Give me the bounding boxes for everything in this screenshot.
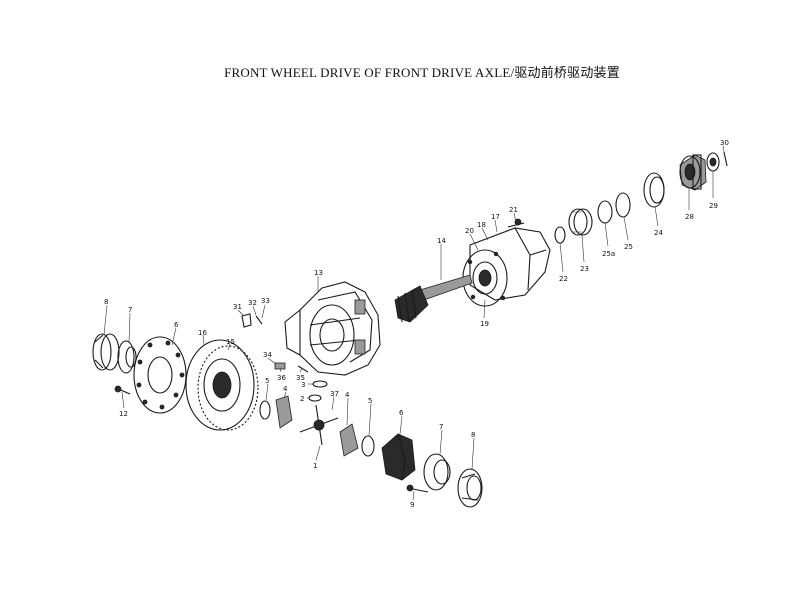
part-5-right-washer — [361, 435, 375, 457]
callout-37: 37 — [330, 390, 339, 398]
part-1-2-3-spider — [299, 380, 339, 446]
callout-3: 3 — [301, 381, 305, 389]
part-14-pinion-shaft — [394, 274, 473, 323]
part-6-right-case-half — [381, 433, 416, 481]
part-29-nut — [706, 152, 720, 172]
callout-4-left: 4 — [283, 385, 288, 393]
callout-35: 35 — [296, 374, 305, 382]
callout-8-left: 8 — [104, 298, 108, 306]
callout-4-right: 4 — [345, 391, 350, 399]
callout-31: 31 — [233, 303, 242, 311]
callout-14: 14 — [437, 237, 446, 245]
callout-34: 34 — [263, 351, 272, 359]
diagram-title: FRONT WHEEL DRIVE OF FRONT DRIVE AXLE/驱动… — [0, 62, 800, 81]
part-7-right-bearing — [423, 453, 451, 491]
callout-33: 33 — [261, 297, 270, 305]
part-4-right-side-gear — [339, 423, 359, 457]
part-9-bolt — [406, 484, 429, 493]
part-22-shim — [554, 226, 566, 244]
callouts: 30 29 28 24 25 25a 23 22 21 17 18 20 19 … — [104, 139, 729, 509]
diagram-title-text: FRONT WHEEL DRIVE OF FRONT DRIVE AXLE/驱动… — [224, 65, 620, 80]
callout-28: 28 — [685, 213, 694, 221]
callout-19: 19 — [480, 320, 489, 328]
callout-32: 32 — [248, 299, 257, 307]
callout-25a: 25a — [602, 250, 615, 258]
callout-6-left: 6 — [174, 321, 179, 329]
callout-2: 2 — [300, 395, 304, 403]
part-21-bolt — [507, 218, 525, 228]
part-30-pin — [723, 151, 728, 167]
callout-7-right: 7 — [439, 423, 443, 431]
part-23-bearing — [568, 208, 593, 236]
part-25-ring — [615, 192, 631, 218]
callout-36: 36 — [277, 374, 286, 382]
part-6-left-case-half — [133, 336, 187, 414]
callout-23: 23 — [580, 265, 589, 273]
part-7-left-bearing — [117, 340, 137, 374]
part-25a-ring — [597, 200, 613, 224]
part-24-seal — [643, 172, 665, 208]
callout-16: 16 — [198, 329, 207, 337]
part-16-15-ring-gear — [185, 339, 259, 431]
part-28-flange — [679, 154, 707, 191]
callout-1: 1 — [313, 462, 317, 470]
callout-12: 12 — [119, 410, 128, 418]
callout-8-right: 8 — [471, 431, 475, 439]
callout-17: 17 — [491, 213, 500, 221]
callout-24: 24 — [654, 229, 663, 237]
callout-13: 13 — [314, 269, 323, 277]
part-12-bolt — [114, 385, 131, 395]
callout-7-left: 7 — [128, 306, 132, 314]
callout-5-left: 5 — [265, 377, 269, 385]
callout-5-right: 5 — [368, 397, 372, 405]
part-31-32-33-lock — [241, 313, 263, 328]
part-34-36-35-bolts — [274, 362, 309, 373]
callout-30: 30 — [720, 139, 729, 147]
part-5-4-left-side-gear — [259, 395, 293, 429]
callout-21: 21 — [509, 206, 518, 214]
leader-lines — [103, 145, 725, 501]
part-17-18-20-pinion-housing — [462, 227, 551, 307]
callout-15: 15 — [226, 338, 235, 346]
callout-29: 29 — [709, 202, 718, 210]
callout-9: 9 — [410, 501, 414, 509]
callout-22: 22 — [559, 275, 568, 283]
part-8-left-bearing-cup — [92, 333, 120, 371]
callout-20: 20 — [465, 227, 474, 235]
callout-25: 25 — [624, 243, 633, 251]
part-13-differential-case — [284, 281, 381, 376]
callout-18: 18 — [477, 221, 486, 229]
callout-6-right: 6 — [399, 409, 404, 417]
part-8-right-bearing-cup — [457, 468, 483, 508]
